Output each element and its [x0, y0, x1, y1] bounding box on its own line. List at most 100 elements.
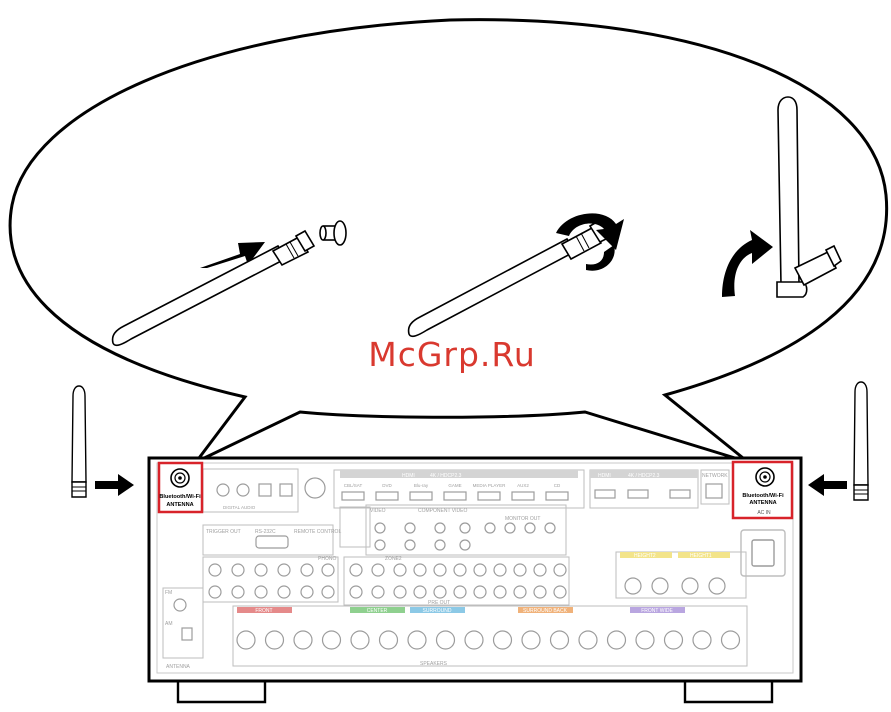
speaker-terminal	[264, 630, 285, 650]
antenna-area-label: ANTENNA	[166, 664, 191, 670]
hdmi-port	[409, 491, 433, 501]
video-jacks	[374, 522, 556, 551]
hdmi-port-label: MEDIA PLAYER	[473, 483, 506, 488]
speaker-channel-label: CENTER	[367, 608, 388, 614]
callout-bubble	[8, 18, 889, 464]
hdmi-port-label: Blu-ray	[414, 483, 429, 488]
video-jack	[544, 522, 556, 534]
pre-out-jack	[513, 563, 527, 577]
pre-out-jack	[321, 585, 335, 599]
speaker-terminal	[435, 630, 456, 650]
speaker-terminal	[578, 630, 598, 650]
right-side-antenna	[853, 381, 869, 501]
pre-out-jack	[453, 585, 467, 599]
pre-out-jack	[300, 585, 314, 599]
right-antenna-label-line1: Bluetooth/Wi-Fi	[742, 493, 784, 499]
pre-out-jack	[371, 585, 385, 599]
pre-out-jack	[493, 563, 507, 577]
pre-out-jack	[453, 563, 467, 577]
speaker-channel-bar	[350, 607, 405, 613]
speaker-channel-label: SURROUND BACK	[523, 608, 568, 614]
speaker-terminal	[549, 630, 570, 650]
pre-out-jack	[433, 585, 447, 599]
pre-out-jack	[349, 585, 363, 599]
pre-out-jack	[433, 563, 447, 577]
hdmi-port	[375, 491, 399, 501]
step2-tighten-antenna	[407, 213, 624, 338]
hdmi-port-label: GAME	[448, 483, 461, 488]
hdmi-port-label: CBL/SAT	[344, 483, 363, 488]
speaker-channel-bar	[518, 607, 573, 613]
phono-label: PHONO	[318, 556, 336, 562]
trigger-out-label: TRIGGER OUT	[206, 529, 241, 535]
pre-out-jack	[254, 563, 268, 577]
height2-label: HEIGHT2	[634, 553, 656, 559]
pre-out-jack	[321, 563, 335, 577]
speaker-channel-bar	[410, 607, 465, 613]
hdmi-port-label: AUX2	[517, 483, 529, 488]
left-insert-arrow-icon	[95, 474, 134, 496]
speaker-terminals	[236, 630, 741, 650]
pre-out-jack	[300, 563, 314, 577]
hdmi-port	[545, 491, 569, 501]
hdmi-out-group-label: HDMI	[598, 473, 611, 479]
fm-label: FM	[165, 590, 172, 596]
height-speaker-terminals	[624, 577, 726, 595]
pre-out-jacks	[208, 563, 567, 599]
ac-in-label: AC IN	[757, 510, 771, 516]
component-video-label: COMPONENT VIDEO	[418, 508, 467, 514]
pre-out-label: PRE OUT	[428, 600, 450, 606]
video-jack	[374, 522, 386, 534]
digital-audio-label: DIGITAL AUDIO	[223, 505, 256, 510]
pre-out-jack	[493, 585, 507, 599]
antenna-rod-3	[777, 96, 800, 286]
step3-raise-antenna	[722, 96, 843, 298]
speaker-channel-bar	[630, 607, 685, 613]
speaker-terminal	[350, 630, 370, 650]
pre-out-jack	[553, 585, 567, 599]
pre-out-jack	[277, 563, 291, 577]
hdmi-spec-label: 4K / HDCP2.3	[430, 473, 462, 479]
video-jack	[404, 522, 416, 534]
hdmi-port	[341, 491, 365, 501]
pre-out-jack	[473, 585, 487, 599]
hdmi-port	[511, 491, 535, 501]
hdmi-port-label: DVD	[382, 483, 392, 488]
left-antenna-connector: Bluetooth/Wi-Fi ANTENNA	[157, 461, 204, 514]
raise-arrow-icon	[722, 230, 773, 297]
video-jack	[434, 522, 446, 534]
speaker-terminal	[464, 630, 484, 650]
remote-control-label: REMOTE CONTROL	[294, 529, 341, 535]
speakers-label: SPEAKERS	[420, 661, 448, 667]
pre-out-jack	[277, 585, 291, 599]
antenna-cap	[319, 220, 347, 246]
video-jack	[524, 522, 536, 534]
height1-label: HEIGHT1	[690, 553, 712, 559]
speaker-terminal	[378, 630, 399, 650]
speaker-terminal	[492, 630, 513, 650]
right-antenna-connector: Bluetooth/Wi-Fi ANTENNA AC IN	[731, 460, 794, 520]
speaker-terminal	[293, 630, 313, 650]
height-terminal	[651, 577, 669, 595]
monitor-out-label: MONITOR OUT	[505, 516, 540, 522]
hdmi-out-spec-label: 4K / HDCP2.3	[628, 473, 660, 479]
rs232c-label: RS-232C	[255, 529, 276, 535]
pre-out-jack	[393, 563, 407, 577]
pre-out-jack	[371, 563, 385, 577]
speaker-terminal	[407, 630, 427, 650]
rotate-arrow-icon	[556, 213, 624, 250]
speaker-channel-bar	[237, 607, 292, 613]
video-jack	[434, 539, 446, 551]
height-terminal	[681, 577, 699, 595]
receiver-rear-panel: DIGITAL AUDIO HDMI 4K / HDCP2.3 CBL/SAT D…	[147, 456, 803, 704]
pre-out-jack	[208, 563, 222, 577]
pre-out-jack	[533, 585, 547, 599]
hdmi-port	[477, 491, 501, 501]
video-jack	[404, 539, 416, 551]
right-antenna-label-line2: ANTENNA	[749, 500, 776, 506]
video-jack	[374, 539, 386, 551]
